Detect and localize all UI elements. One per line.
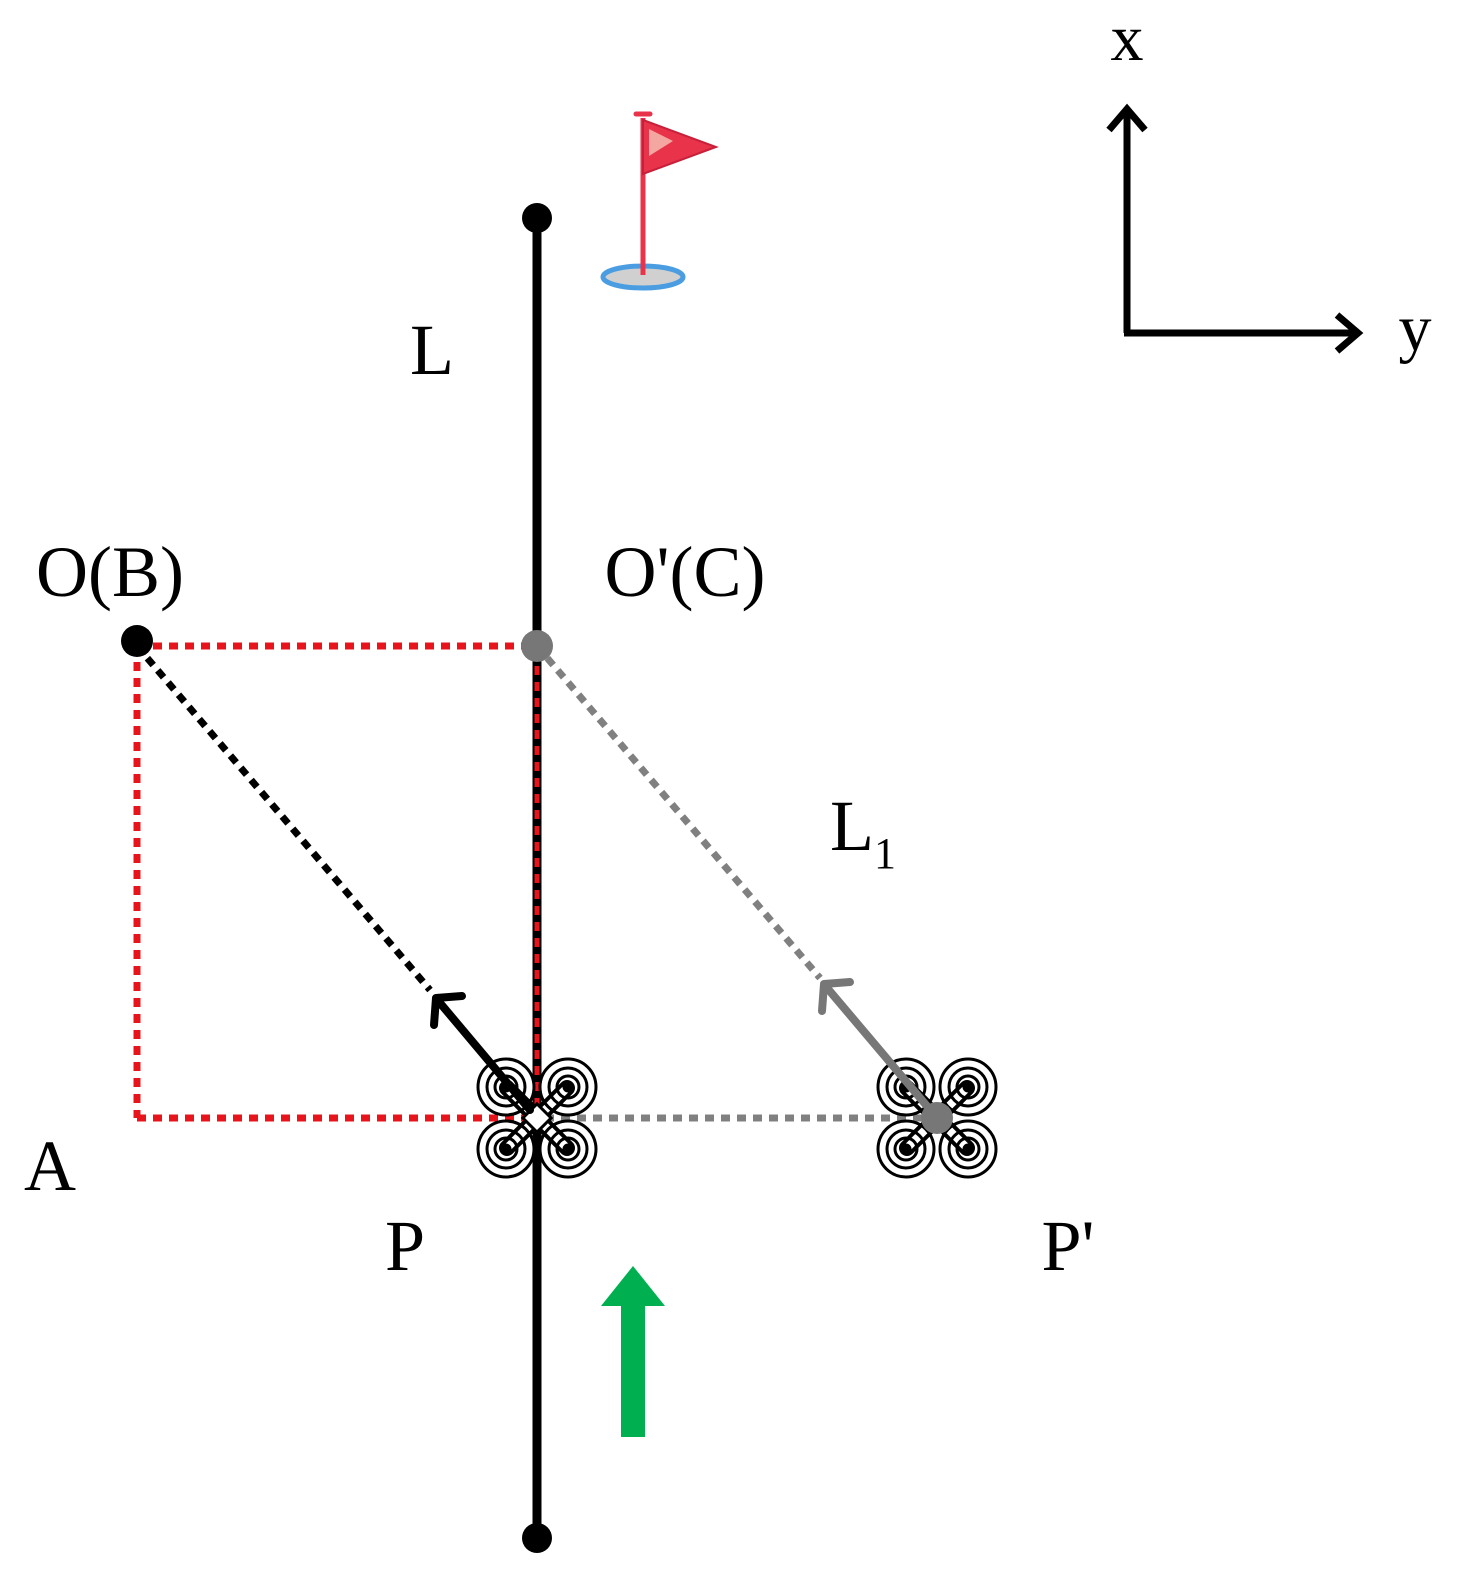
point-O-prime [521, 630, 553, 662]
label-P: P [385, 1206, 425, 1286]
label-O-prime-C: O'(C) [605, 532, 766, 612]
point-O [121, 625, 153, 657]
label-A: A [24, 1126, 76, 1206]
y-axis-label: y [1399, 292, 1432, 365]
flag-banner [642, 118, 719, 176]
red-dotted-rectangle [133, 642, 537, 1122]
goal-flag-icon [600, 111, 719, 291]
flag-highlight [649, 129, 673, 156]
label-L: L [410, 310, 454, 390]
quadcopter-drone-icon [876, 1057, 998, 1179]
coordinate-axes: x y [1106, 2, 1432, 365]
path-start-point [522, 203, 552, 233]
green-up-arrow-icon [601, 1266, 665, 1437]
label-L1: L1 [830, 786, 896, 878]
label-P-prime: P' [1041, 1206, 1094, 1286]
gray-direction-arrow [818, 978, 936, 1116]
label-O-B: O(B) [36, 532, 184, 612]
gray-dotted-line-L1 [534, 643, 823, 981]
path-end-point [522, 1523, 552, 1553]
x-axis-arrowhead [1106, 103, 1148, 133]
y-axis-arrowhead [1334, 312, 1364, 354]
black-direction-arrow [430, 992, 534, 1114]
black-dotted-O-to-P [134, 643, 433, 993]
x-axis-label: x [1111, 2, 1144, 75]
